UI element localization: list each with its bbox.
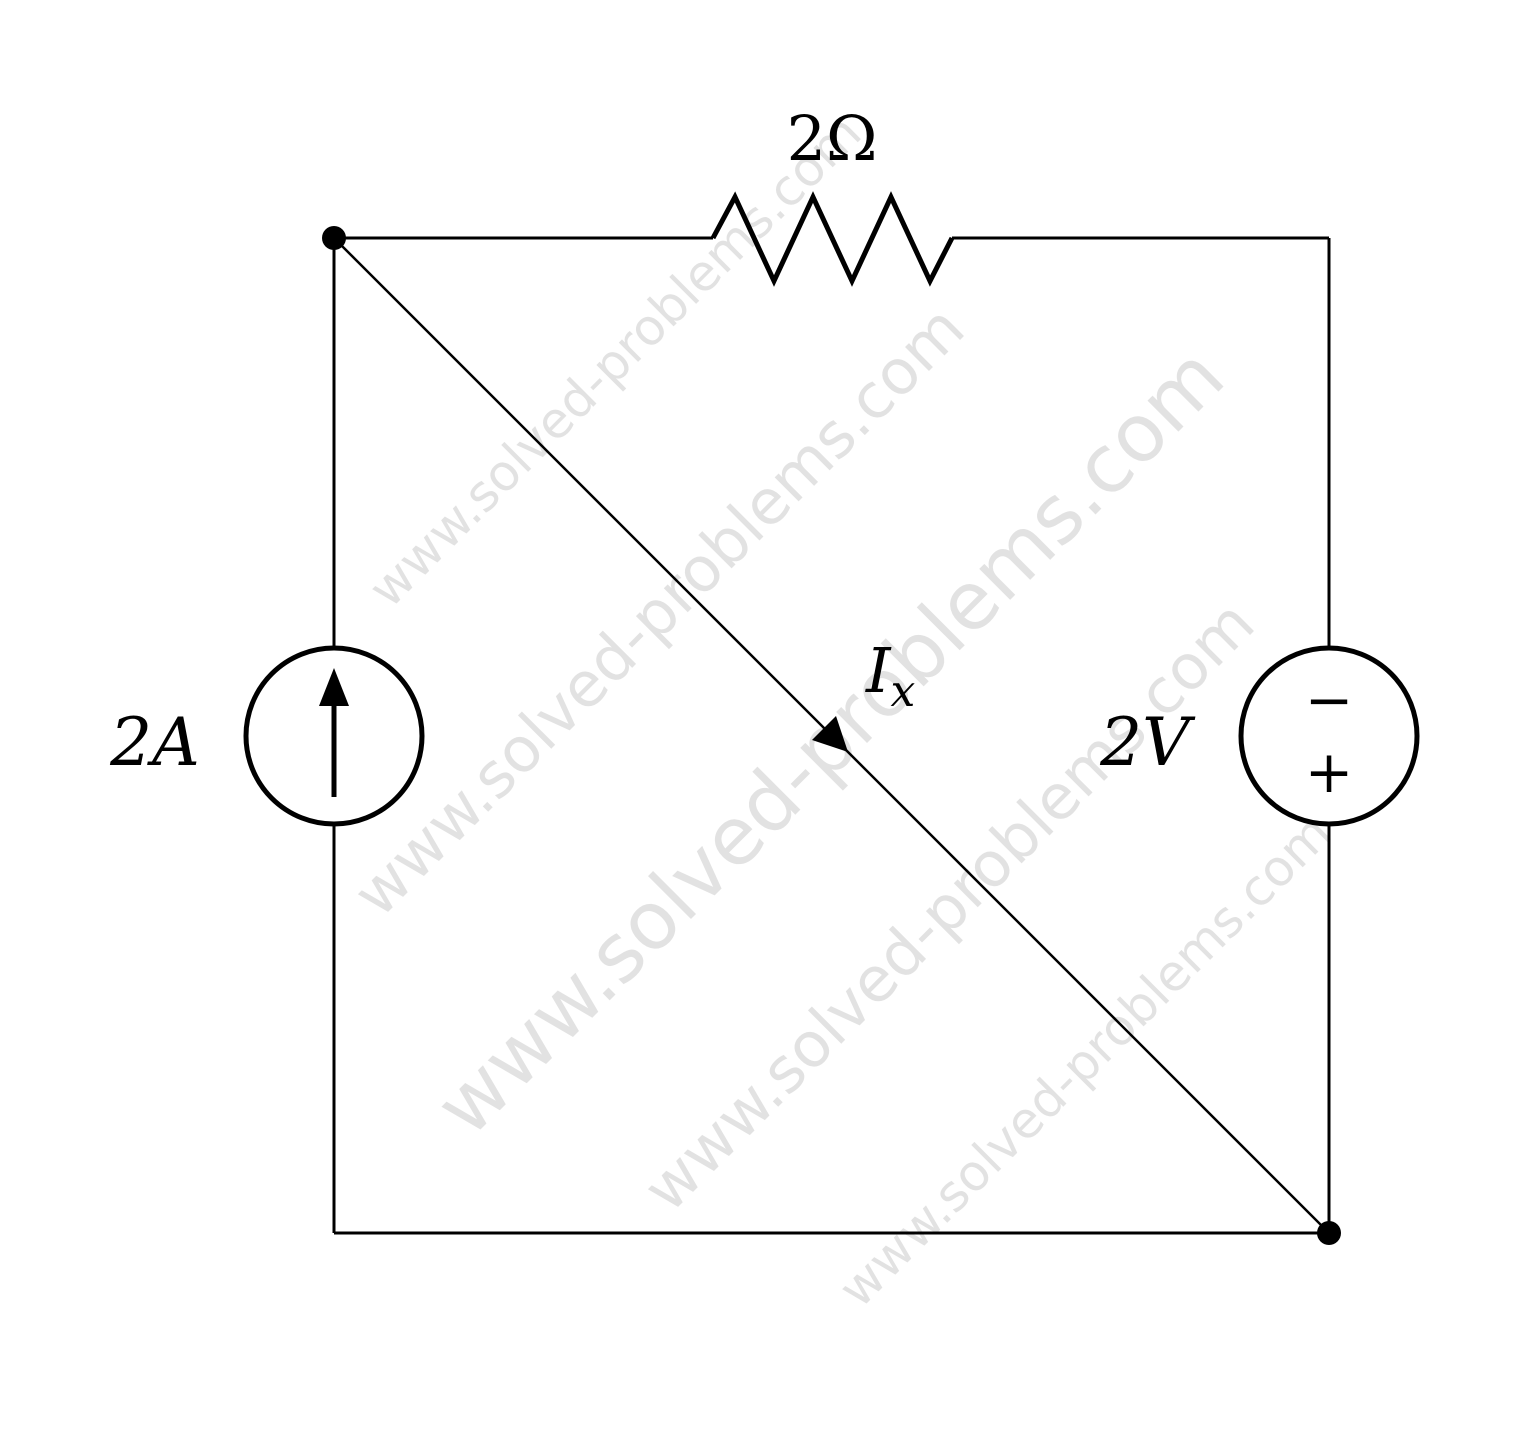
watermark: www.solved-problems.com xyxy=(339,291,978,930)
current-ix-label: Ix xyxy=(865,634,916,717)
current-direction-arrow-icon xyxy=(812,716,848,752)
node-top-left xyxy=(322,226,346,250)
current-ix-main: I xyxy=(865,634,892,707)
voltage-source-plus: + xyxy=(1305,738,1354,806)
current-source-arrow-icon xyxy=(319,668,349,706)
current-source-label: 2A xyxy=(109,704,200,781)
watermark: www.solved-problems.com xyxy=(357,104,872,619)
voltage-source-label: 2V xyxy=(1099,704,1196,781)
current-source xyxy=(243,645,425,827)
current-ix-subscript: x xyxy=(891,666,916,717)
resistor-label: 2Ω xyxy=(787,102,878,175)
voltage-source xyxy=(1238,645,1420,827)
watermark: www.solved-problems.com xyxy=(827,804,1342,1319)
watermarks: www.solved-problems.com www.solved-probl… xyxy=(339,104,1342,1319)
voltage-source-minus: − xyxy=(1305,666,1354,734)
wires xyxy=(243,191,1420,1235)
resistor-2ohm xyxy=(710,191,955,287)
node-bottom-right xyxy=(1317,1221,1341,1245)
